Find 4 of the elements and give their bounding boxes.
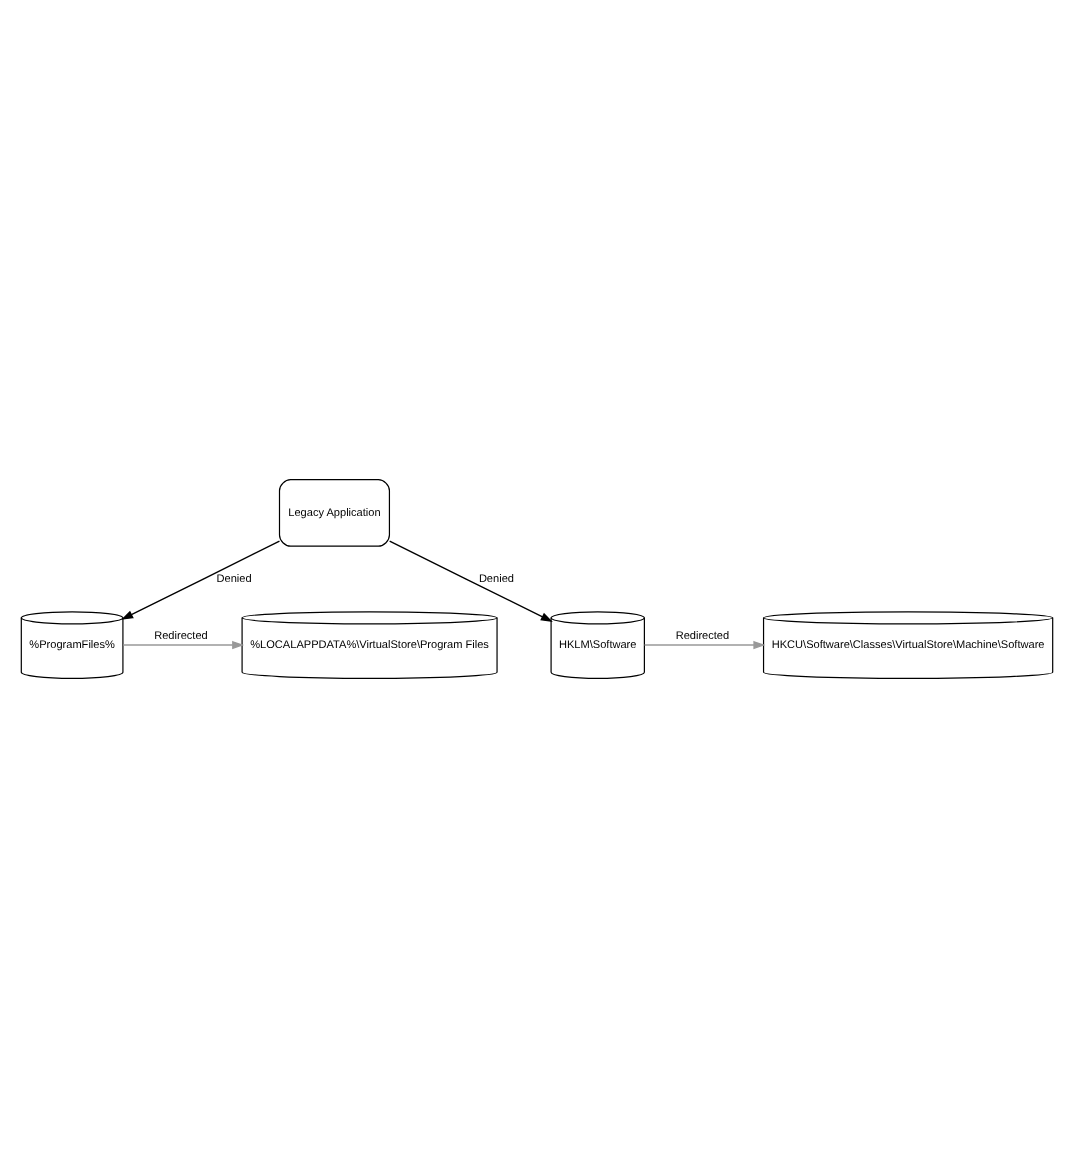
arrow (121, 540, 281, 620)
arrow (122, 640, 245, 650)
arrow (643, 640, 766, 650)
arrow (388, 540, 553, 622)
